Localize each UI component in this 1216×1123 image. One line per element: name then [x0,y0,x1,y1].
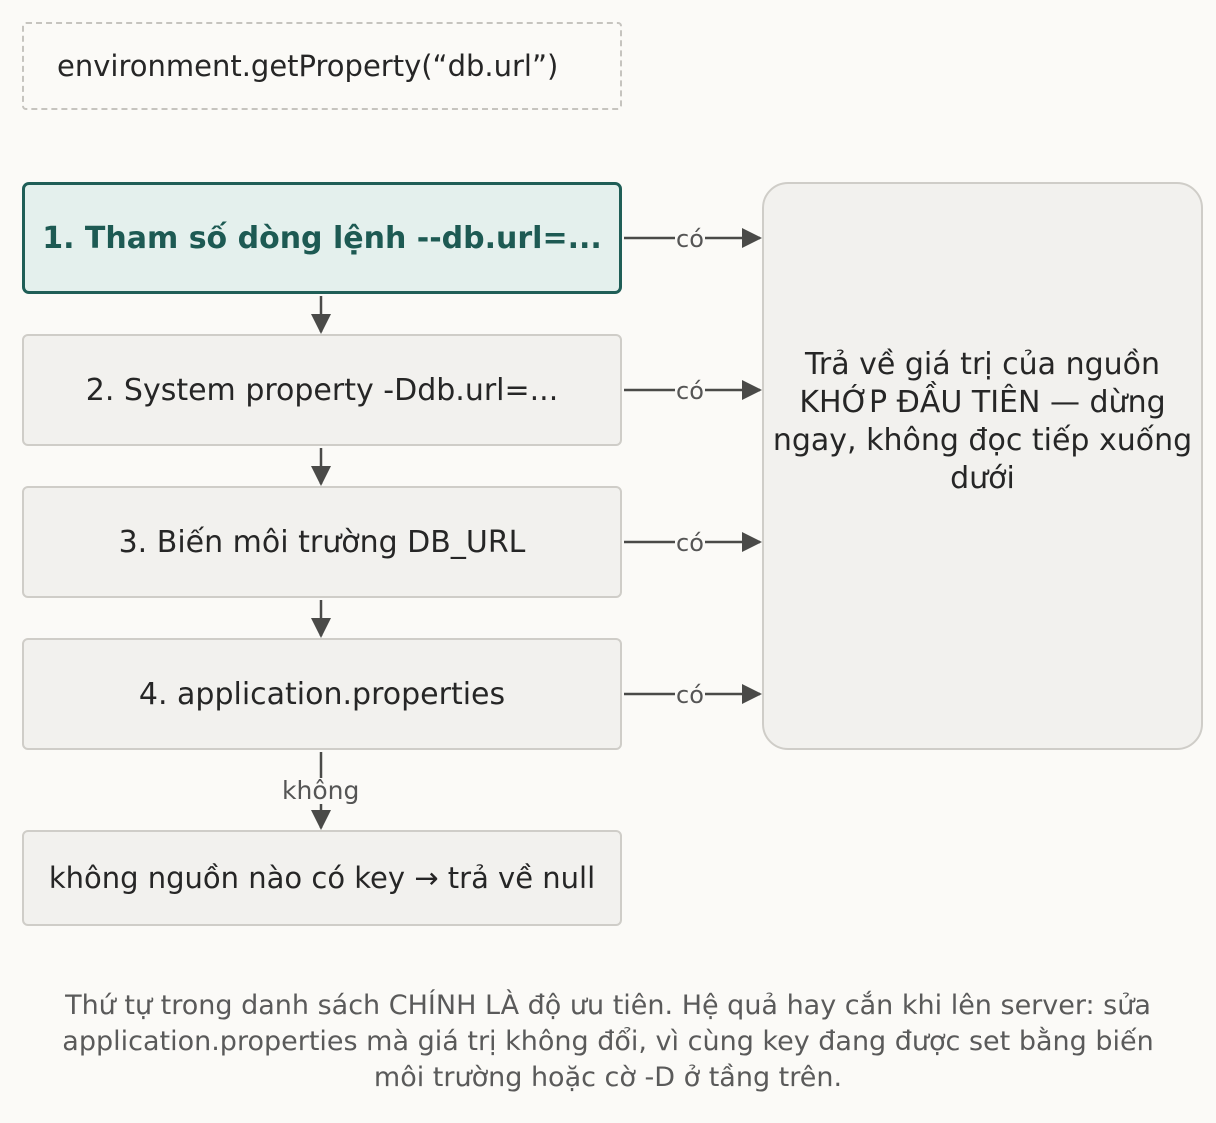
step-2-system-property: 2. System property -Ddb.url=... [22,334,622,446]
step-4-application-properties: 4. application.properties [22,638,622,750]
yes-label-step-3: có [675,529,705,557]
yes-label-step-4: có [675,681,705,709]
yes-label-step-1: có [675,225,705,253]
step-3-environment-variable: 3. Biến môi trường DB_URL [22,486,622,598]
null-result-box: không nguồn nào có key → trả về null [22,830,622,926]
footnote: Thứ tự trong danh sách CHÍNH LÀ độ ưu ti… [62,990,1154,1093]
step-1-command-line-args: 1. Tham số dòng lệnh --db.url=... [22,182,622,294]
yes-label-step-2: có [675,377,705,405]
first-match-result-box: Trả về giá trị của nguồn KHỚP ĐẦU TIÊN —… [762,182,1203,750]
no-label: không [281,776,361,805]
query-box: environment.getProperty(“db.url”) [22,22,622,110]
